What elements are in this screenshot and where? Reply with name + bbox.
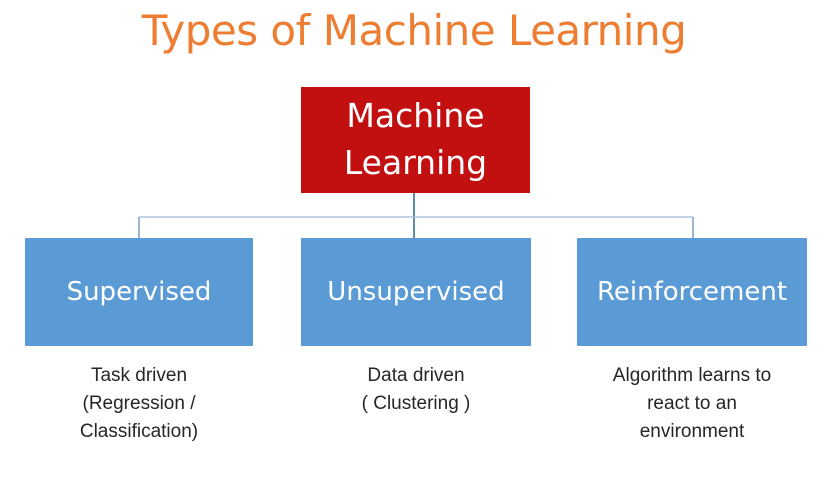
node-unsupervised-label: Unsupervised (327, 277, 505, 307)
description-line: Data driven (367, 365, 465, 386)
node-reinforcement-label: Reinforcement (596, 277, 788, 307)
page-title: Types of Machine Learning (141, 6, 687, 55)
node-machine-learning: Machine Learning (301, 87, 530, 193)
node-reinforcement: Reinforcement (577, 238, 807, 346)
description-line: environment (639, 421, 745, 442)
description-line: Classification) (79, 421, 199, 442)
description-supervised: Task driven (Regression / Classification… (9, 362, 269, 446)
description-line: react to an (647, 393, 737, 414)
description-line: Algorithm learns to (612, 365, 772, 386)
node-machine-learning-label: Machine Learning (343, 96, 488, 182)
description-unsupervised: Data driven ( Clustering ) (286, 362, 546, 418)
description-line: Task driven (90, 365, 188, 386)
node-supervised: Supervised (25, 238, 253, 346)
description-reinforcement: Algorithm learns to react to an environm… (562, 362, 822, 446)
node-supervised-label: Supervised (66, 277, 212, 307)
description-line: ( Clustering ) (361, 393, 471, 414)
node-unsupervised: Unsupervised (301, 238, 531, 346)
description-line: (Regression / (82, 393, 196, 414)
